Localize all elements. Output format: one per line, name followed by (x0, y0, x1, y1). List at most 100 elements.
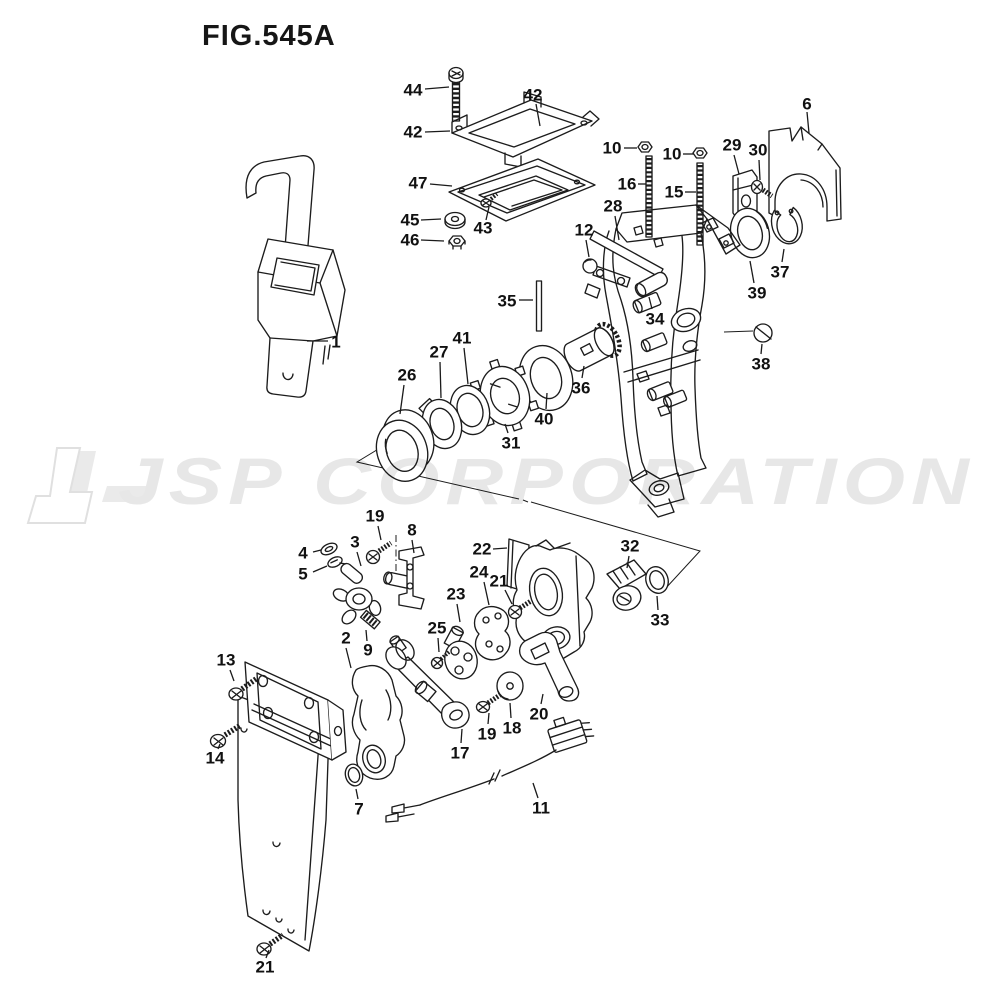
leader-line-42 (424, 130, 451, 133)
part-label-13: 13 (217, 651, 236, 670)
part-37-circlip (770, 206, 803, 245)
part-label-42: 42 (524, 86, 543, 105)
part-label-22: 22 (473, 540, 492, 559)
leader-line-45 (420, 218, 442, 221)
part-label-12: 12 (575, 221, 594, 240)
part-label-18: 18 (503, 719, 522, 738)
part-label-6: 6 (802, 95, 811, 114)
axis-construction-lines (355, 444, 701, 590)
leader-line-2 (345, 647, 352, 669)
part-6-cover (768, 126, 842, 222)
part-label-16: 16 (618, 175, 637, 194)
watermark-text: JSP CORPORATION (118, 444, 975, 518)
part-10-nut-left (637, 141, 653, 153)
part-label-14: 14 (206, 749, 225, 768)
leader-line-30 (758, 159, 761, 181)
part-label-2: 2 (341, 629, 350, 648)
part-label-26: 26 (398, 366, 417, 385)
part-21-screw-center (507, 598, 533, 620)
part-label-42: 42 (404, 123, 423, 142)
part-3-shift-shaft (332, 562, 382, 630)
part-label-19: 19 (478, 725, 497, 744)
leader-line-7 (355, 788, 359, 800)
part-24-cam-plate (473, 605, 511, 661)
part-label-40: 40 (535, 410, 554, 429)
watermark: JSP CORPORATION (26, 444, 975, 524)
part-40-washer (518, 344, 574, 412)
part-45-washer (444, 211, 466, 230)
part-label-7: 7 (354, 800, 363, 819)
part-label-9: 9 (363, 641, 372, 660)
leader-line-42 (535, 103, 541, 127)
leader-line-6 (806, 111, 810, 134)
leader-line-22 (492, 547, 508, 550)
part-label-38: 38 (752, 355, 771, 374)
part-11-switch-cable (385, 716, 595, 823)
part-43-screw (480, 192, 499, 208)
part-7-grommet (344, 763, 364, 787)
leader-line-25 (437, 637, 440, 653)
part-label-30: 30 (749, 141, 768, 160)
leader-line-38 (760, 343, 763, 355)
leader-line-33 (656, 595, 659, 611)
part-label-45: 45 (401, 211, 420, 230)
part-label-3: 3 (350, 533, 359, 552)
mounting-frame (244, 661, 347, 761)
leader-line-21 (265, 949, 270, 959)
part-36-gear-cylinder (563, 321, 622, 372)
leader-line-37 (781, 248, 785, 263)
part-label-20: 20 (530, 705, 549, 724)
part-12-ball (582, 258, 598, 274)
part-19-screw-upper (365, 540, 393, 565)
part-20-link-bracket (518, 631, 580, 702)
leader-line-23 (456, 603, 461, 623)
part-label-25: 25 (428, 619, 447, 638)
part-10-nut-right (692, 147, 708, 159)
main-bracket-housing (584, 204, 741, 518)
leader-line-47 (429, 183, 453, 187)
leader-line-44 (424, 86, 450, 90)
part-label-41: 41 (453, 329, 472, 348)
part-label-4: 4 (298, 544, 308, 563)
leader-line-34 (648, 296, 653, 310)
part-21-screw-bottom (256, 932, 285, 956)
part-label-8: 8 (407, 521, 416, 540)
part-46-nut (448, 235, 466, 250)
leader-line-19 (377, 525, 382, 541)
part-32-interlock (606, 559, 647, 611)
part-2-swivel-arm (351, 664, 406, 780)
part-label-27: 27 (430, 343, 449, 362)
part-label-35: 35 (498, 292, 517, 311)
part-19-screw-lower (475, 692, 502, 714)
leader-line-21 (504, 589, 513, 605)
part-23-detent-disc (443, 625, 478, 680)
part-label-21: 21 (256, 958, 275, 977)
part-label-24: 24 (470, 563, 489, 582)
part-label-21: 21 (490, 572, 509, 591)
figure-title: FIG.545A (202, 20, 336, 52)
leader-line-11 (532, 782, 539, 799)
leader-line-14 (217, 743, 221, 750)
part-8-bracket (383, 535, 425, 610)
part-17-lever-arm (385, 635, 470, 729)
part-label-46: 46 (401, 231, 420, 250)
jsp-logo (26, 447, 152, 524)
part-label-47: 47 (409, 174, 428, 193)
leader-line-12 (585, 239, 590, 258)
part-label-28: 28 (604, 197, 623, 216)
leader-line-43 (485, 206, 490, 221)
part-30-bolt (750, 179, 774, 199)
leader-line-40 (545, 392, 548, 410)
leader-line-17 (460, 728, 463, 744)
part-1-control-lever (245, 154, 346, 398)
part-31-cam-ring (469, 358, 540, 432)
part-label-33: 33 (651, 611, 670, 630)
leader-line-26 (399, 384, 405, 415)
part-15-stud (696, 162, 704, 246)
part-label-31: 31 (502, 434, 521, 453)
leader-line-27 (439, 361, 442, 399)
leader-line-29 (733, 154, 740, 175)
part-label-37: 37 (771, 263, 790, 282)
